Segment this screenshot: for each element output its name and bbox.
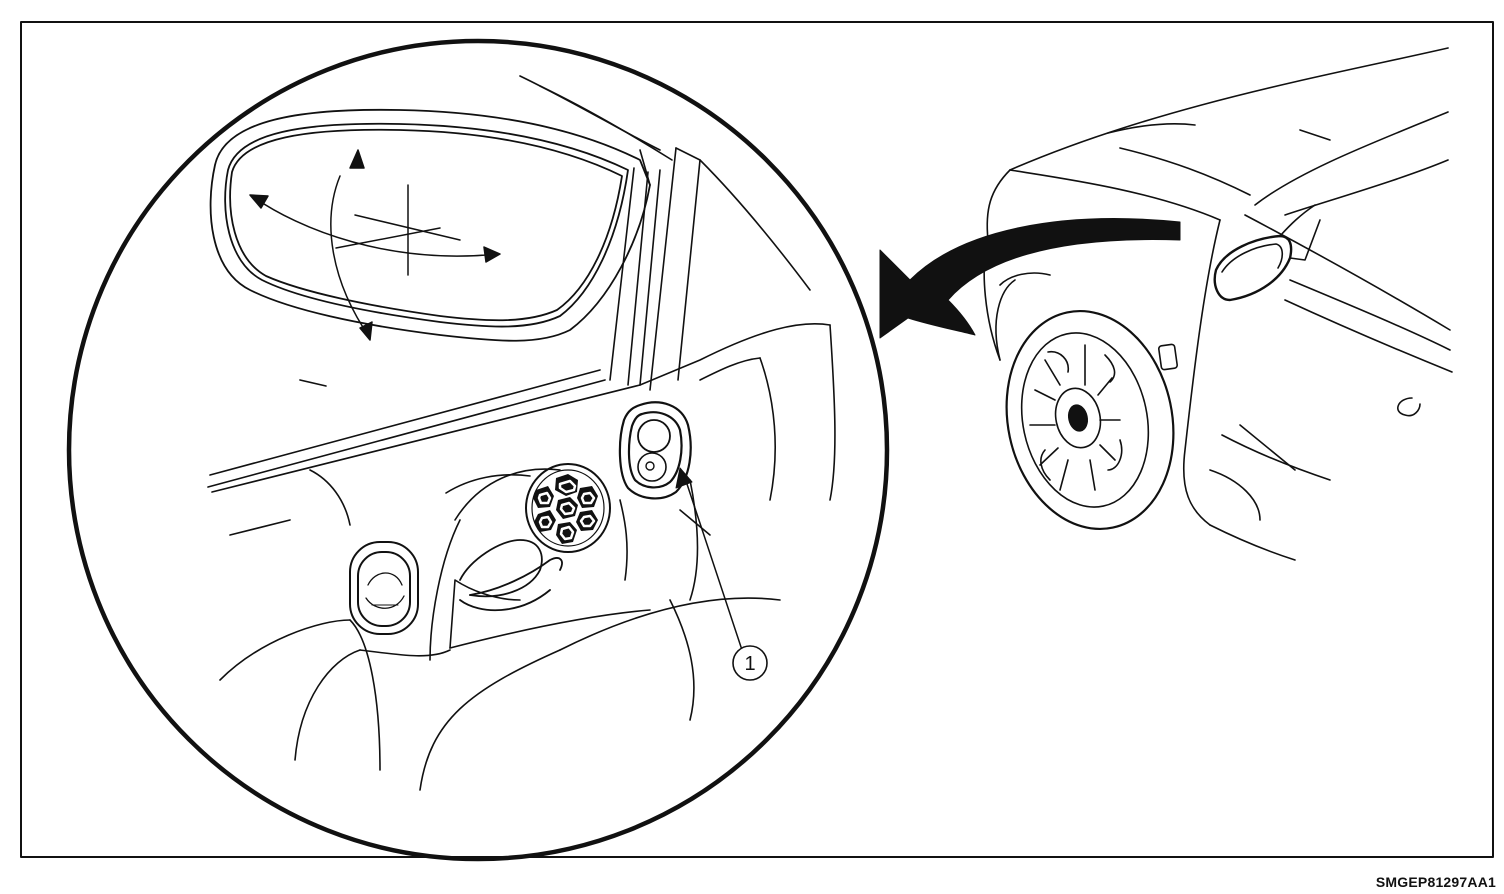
- door-pull-handle: [459, 539, 563, 612]
- car-exterior-view: [879, 47, 1453, 561]
- figure-code: SMGEP81297AA1: [1375, 874, 1496, 890]
- detail-magnifier: 1: [66, 38, 890, 862]
- direction-arrow: [879, 218, 1181, 339]
- window-switch-housing: [349, 541, 419, 635]
- mirror-adjust-arrows: [249, 149, 501, 341]
- door-frame-lines: [207, 75, 836, 536]
- callout-number: 1: [744, 653, 755, 675]
- switch-knob-upper: [637, 419, 671, 453]
- mirror-glass: [209, 108, 651, 342]
- callout-leader-line: [684, 477, 743, 651]
- door-trim-panel: [219, 468, 781, 791]
- side-marker-lamp: [1157, 343, 1179, 371]
- speaker-grille: [525, 463, 611, 553]
- exterior-mirror: [1213, 204, 1451, 351]
- callout-1: 1: [675, 467, 768, 681]
- diagram-frame: [20, 21, 1494, 858]
- callout-arrowhead: [675, 467, 693, 489]
- switch-knob-lower: [637, 452, 667, 482]
- mirror-control-switch: [618, 401, 692, 500]
- front-wheel: [1005, 309, 1175, 531]
- callout-circle: [732, 645, 768, 681]
